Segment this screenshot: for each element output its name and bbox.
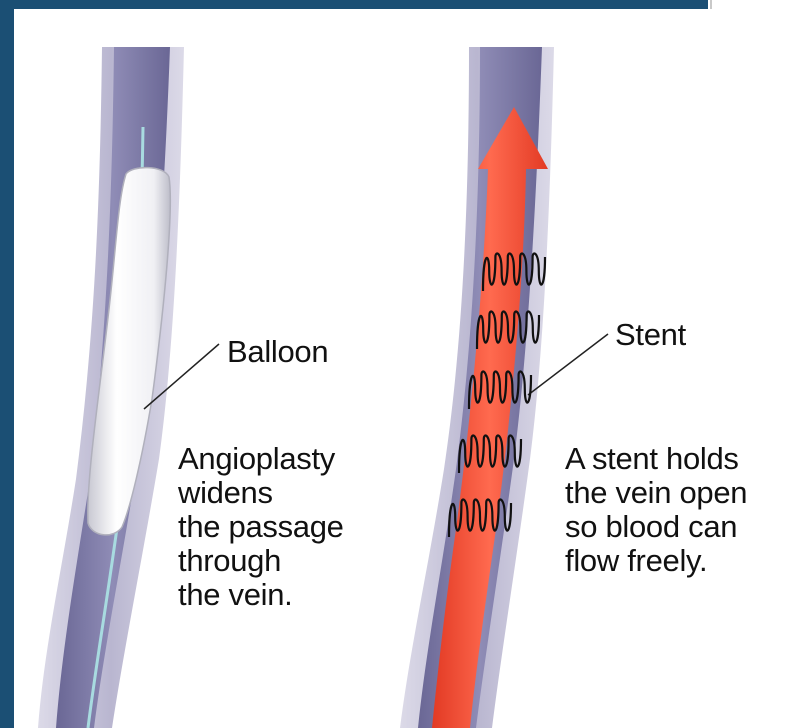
caption-line: widens (178, 476, 344, 510)
caption-line: flow freely. (565, 544, 747, 578)
frame-top-border (0, 0, 708, 9)
balloon-label: Balloon (227, 336, 328, 367)
left-vein (38, 47, 219, 728)
caption-line: Angioplasty (178, 442, 344, 476)
vein-illustration (14, 9, 799, 728)
frame-top-tick (710, 0, 712, 9)
stent-caption: A stent holds the vein open so blood can… (565, 442, 747, 578)
illustration-canvas: Balloon Stent Angioplasty widens the pas… (14, 9, 799, 728)
frame-left-border (0, 0, 14, 728)
angioplasty-caption: Angioplasty widens the passage through t… (178, 442, 344, 612)
caption-line: the vein. (178, 578, 344, 612)
caption-line: the vein open (565, 476, 747, 510)
stent-label: Stent (615, 319, 686, 350)
caption-line: A stent holds (565, 442, 747, 476)
caption-line: the passage (178, 510, 344, 544)
caption-line: through (178, 544, 344, 578)
caption-line: so blood can (565, 510, 747, 544)
right-vein (400, 47, 608, 728)
